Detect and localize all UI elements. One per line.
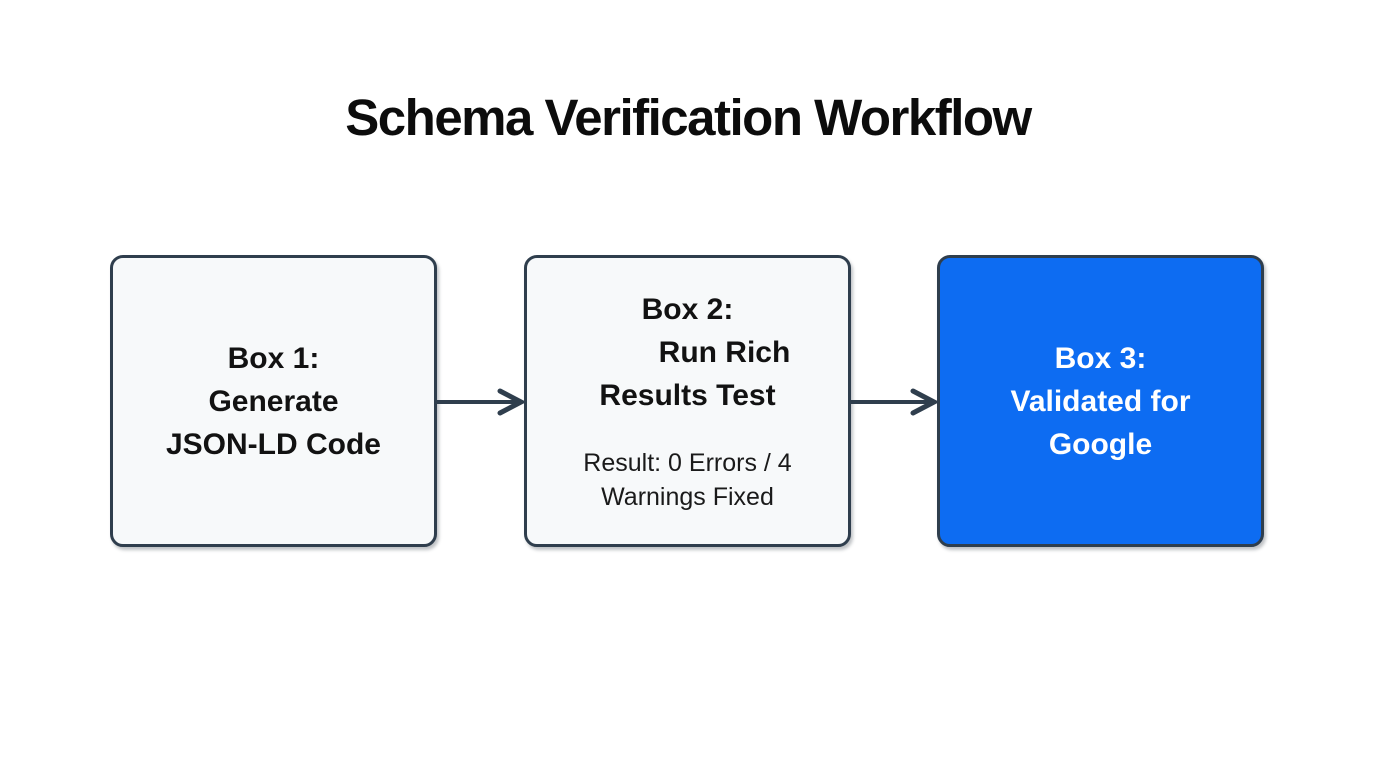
box-1-line-2: Generate (208, 384, 339, 418)
box-2-result-line-2: Warnings Fixed (601, 483, 774, 511)
diagram-title: Schema Verification Workflow (345, 89, 1032, 146)
flow-arrow-icon (436, 388, 525, 416)
box-3-line-1: Box 3: (1054, 341, 1147, 375)
box-1-heading: Box 1: Generate JSON-LD Code (166, 337, 381, 466)
flow-arrow-icon (850, 388, 938, 416)
box-2-heading: Box 2: Run Rich Results Test (599, 288, 790, 417)
box-1-line-1: Box 1: (227, 341, 320, 375)
box-2-result-line-1: Result: 0 Errors / 4 (583, 449, 792, 477)
box-2-line-2: Run Rich (658, 336, 791, 369)
box-1-line-3: JSON-LD Code (165, 427, 381, 461)
flow-box-generate-jsonld: Box 1: Generate JSON-LD Code (110, 255, 437, 547)
flow-box-rich-results-test: Box 2: Run Rich Results Test Result: 0 E… (524, 255, 851, 547)
box-2-line-1: Box 2: (641, 293, 734, 326)
box-2-result-text: Result: 0 Errors / 4 Warnings Fixed (583, 446, 791, 514)
flow-box-validated-for-google: Box 3: Validated for Google (937, 255, 1264, 547)
box-3-heading: Box 3: Validated for Google (1010, 337, 1190, 466)
box-3-line-2: Validated for (1010, 384, 1191, 418)
box-2-line-3: Results Test (599, 379, 776, 412)
box-3-line-3: Google (1048, 427, 1153, 461)
